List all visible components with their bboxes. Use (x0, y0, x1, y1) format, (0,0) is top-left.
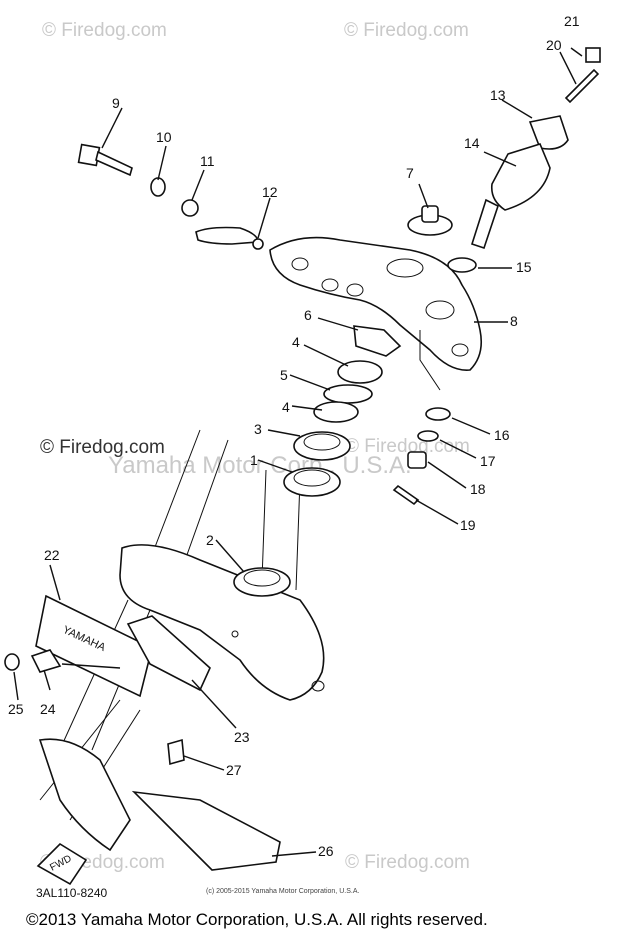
part-18-nut (407, 451, 427, 469)
callout-2: 2 (206, 532, 214, 548)
part-19-cotter-pin (392, 484, 420, 506)
part-12-clip (195, 226, 259, 245)
callout-4-lower: 4 (282, 399, 290, 415)
part-6-lock-washer (353, 325, 402, 357)
watermark-top-left: © Firedog.com (42, 20, 167, 41)
part-3-cover (293, 431, 351, 461)
callout-9: 9 (112, 95, 120, 111)
callout-5: 5 (280, 367, 288, 383)
upper-bracket (269, 236, 483, 391)
callout-18: 18 (470, 481, 486, 497)
under-bracket (119, 544, 325, 701)
watermark-mid-left: © Firedog.com (40, 437, 165, 458)
callout-25: 25 (8, 701, 24, 717)
callout-17: 17 (480, 453, 496, 469)
part-22-emblem-plate: YAMAHA (35, 594, 153, 698)
callout-4-upper: 4 (292, 334, 300, 350)
callout-24: 24 (40, 701, 56, 717)
small-copyright: (c) 2005-2015 Yamaha Motor Corporation, … (206, 888, 359, 895)
part-1-bearing (283, 467, 341, 497)
callout-19: 19 (460, 517, 476, 533)
part-20-bolt (564, 68, 600, 104)
callout-6: 6 (304, 307, 312, 323)
part-27-bolt (167, 738, 185, 766)
callout-16: 16 (494, 427, 510, 443)
part-4-ring-nut-upper (337, 360, 383, 384)
callout-12: 12 (262, 184, 278, 200)
fork-lower-left (38, 738, 131, 852)
part-11-washer (181, 199, 199, 217)
part-4-ring-nut-lower (313, 401, 359, 423)
part-14-handlebar (490, 143, 551, 211)
callout-20: 20 (546, 37, 562, 53)
callout-1: 1 (250, 452, 258, 468)
part-21-nut (585, 47, 601, 63)
watermark-bottom-right: © Firedog.com (345, 852, 470, 873)
part-24-bolt (30, 649, 62, 673)
callout-11: 11 (200, 153, 215, 169)
fork-assembly (38, 429, 325, 852)
footer-copyright: ©2013 Yamaha Motor Corporation, U.S.A. A… (26, 910, 488, 929)
part-7-cap (407, 205, 453, 236)
callout-21: 21 (564, 13, 580, 29)
callout-8: 8 (510, 313, 518, 329)
callout-14: 14 (464, 135, 480, 151)
part-16-washer (425, 407, 451, 421)
part-15-washer (447, 257, 477, 273)
part-25-collar (4, 653, 20, 671)
callout-26: 26 (318, 843, 334, 859)
callout-22: 22 (44, 547, 60, 563)
callout-3: 3 (254, 421, 262, 437)
callout-13: 13 (490, 87, 506, 103)
callout-labels: 1 2 3 4 4 5 6 7 8 9 10 11 12 13 14 15 16… (8, 13, 580, 859)
watermark-center: Yamaha Motor Corp., U.S.A. (108, 452, 412, 479)
part-2-bearing (233, 567, 291, 597)
diagram-code: 3AL110-8240 (36, 886, 108, 900)
part-5-washer (323, 384, 373, 404)
watermark-mid-right: © Firedog.com (345, 436, 470, 457)
part-26-stay (131, 790, 281, 871)
fwd-arrow-icon: FWD (36, 842, 88, 886)
part-9-bolt (77, 143, 133, 177)
callout-27: 27 (226, 762, 242, 778)
callout-15: 15 (516, 259, 532, 275)
leader-lines (13, 47, 583, 857)
callout-7: 7 (406, 165, 414, 181)
part-23-bracket (126, 615, 211, 692)
callout-23: 23 (234, 729, 250, 745)
part-17-washer (417, 430, 439, 442)
part-13-block (528, 115, 569, 150)
callout-10: 10 (156, 129, 172, 145)
part-10-washer (150, 177, 166, 197)
watermark-top-right: © Firedog.com (344, 20, 469, 41)
